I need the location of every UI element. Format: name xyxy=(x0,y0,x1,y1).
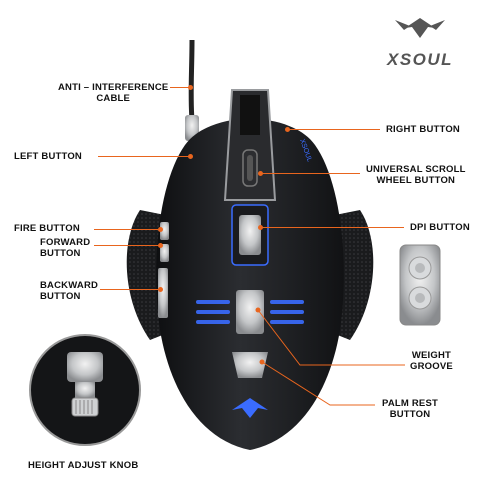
label-line: WHEEL BUTTON xyxy=(376,175,456,186)
brand-eagle-logo xyxy=(395,18,445,38)
label-line: CABLE xyxy=(96,93,131,104)
callout-dot xyxy=(285,127,290,132)
label-line: WEIGHT xyxy=(411,350,452,361)
callout-dot xyxy=(188,85,193,90)
callout-dot xyxy=(188,154,193,159)
weight-groove-shape xyxy=(236,290,264,334)
label-line: BUTTON xyxy=(40,291,81,302)
label-line: BUTTON xyxy=(389,409,431,420)
label-line: BUTTON xyxy=(40,248,81,259)
label-height-adjust-knob: HEIGHT ADJUST KNOB xyxy=(28,460,139,471)
label-weight-groove: WEIGHT GROOVE xyxy=(410,350,453,372)
label-line: GROOVE xyxy=(410,361,453,372)
forward-button-shape xyxy=(160,244,169,262)
backward-button-shape xyxy=(158,268,168,318)
label-line: UNIVERSAL SCROLL xyxy=(366,164,466,175)
callout-line xyxy=(100,289,158,290)
blue-logo-icon xyxy=(232,398,268,418)
label-scroll-wheel: UNIVERSAL SCROLL WHEEL BUTTON xyxy=(366,164,466,186)
callout-line xyxy=(262,227,404,228)
label-dpi-button: DPI BUTTON xyxy=(410,222,470,233)
label-backward-button: BACKWARD BUTTON xyxy=(40,280,98,302)
callout-line xyxy=(94,229,158,230)
dpi-button-shape xyxy=(239,215,261,255)
weight-inset xyxy=(399,244,441,326)
fire-button-shape xyxy=(160,222,169,240)
label-line: BACKWARD xyxy=(40,280,99,291)
palm-rest-shape xyxy=(232,352,268,378)
height-knob-inset xyxy=(29,334,141,446)
brand-name: XSOUL xyxy=(387,50,454,69)
callout-line xyxy=(262,173,360,174)
callout-line xyxy=(170,87,190,88)
callout-line xyxy=(98,156,190,157)
label-anti-interference-cable: ANTI – INTERFERENCE CABLE xyxy=(58,82,168,104)
callout-line xyxy=(94,245,158,246)
label-line: FORWARD xyxy=(40,237,91,248)
callout-line xyxy=(288,129,380,130)
callout-dot xyxy=(158,287,163,292)
label-left-button: LEFT BUTTON xyxy=(14,151,82,162)
callout-dot xyxy=(258,171,263,176)
label-right-button: RIGHT BUTTON xyxy=(386,124,460,135)
label-fire-button: FIRE BUTTON xyxy=(14,223,80,234)
label-line: ANTI – INTERFERENCE xyxy=(58,82,169,93)
callout-dot xyxy=(158,227,163,232)
label-line: PALM REST xyxy=(382,398,438,409)
callout-dot xyxy=(258,225,263,230)
label-palm-rest-button: PALM REST BUTTON xyxy=(382,398,438,420)
callout-dot xyxy=(158,243,163,248)
label-forward-button: FORWARD BUTTON xyxy=(40,237,90,259)
